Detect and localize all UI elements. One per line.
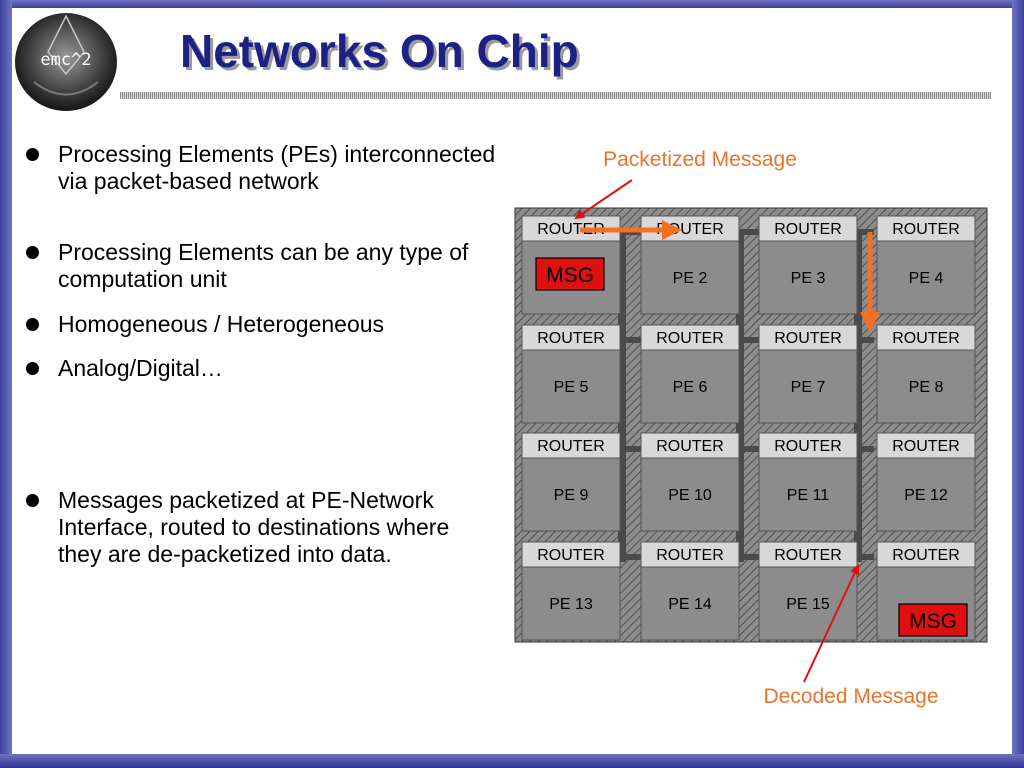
- router-label: ROUTER: [537, 547, 605, 564]
- router-label: ROUTER: [892, 330, 960, 347]
- title-rule: [120, 92, 991, 99]
- msg-label: MSG: [909, 610, 957, 633]
- router-label: ROUTER: [656, 438, 724, 455]
- pointer-decoded: [803, 564, 860, 683]
- horizontal-link: [612, 229, 874, 235]
- router-label: ROUTER: [892, 547, 960, 564]
- pe-label: PE 8: [909, 379, 944, 396]
- pe-label: PE 12: [904, 487, 948, 504]
- router-label: ROUTER: [774, 330, 842, 347]
- bullet-dot-icon: [26, 148, 39, 161]
- slide-title: Networks On Chip: [180, 25, 579, 77]
- pe-label: PE 11: [787, 487, 830, 504]
- bullet-text: Processing Elements (PEs) interconnected…: [58, 141, 496, 194]
- router-box: [521, 541, 621, 568]
- pe-label: PE 4: [909, 270, 944, 287]
- router-box: [758, 215, 858, 242]
- msg-label: MSG: [546, 264, 594, 287]
- horizontal-link: [612, 337, 874, 343]
- slide-frame-bottom: [0, 754, 1024, 768]
- bullet-dot-icon: [26, 494, 39, 507]
- msg-box: [535, 257, 605, 291]
- vertical-link: [736, 232, 744, 562]
- horizontal-link: [612, 446, 874, 452]
- horizontal-link: [612, 554, 874, 560]
- router-box: [876, 215, 976, 242]
- router-label: ROUTER: [892, 221, 960, 238]
- pe-label: PE 14: [668, 596, 712, 613]
- router-box: [521, 324, 621, 351]
- slide-frame-top: [0, 0, 1024, 8]
- annotation-packetized: Packetized Message: [603, 148, 797, 171]
- pe-label: PE 5: [554, 379, 589, 396]
- router-box: [640, 324, 740, 351]
- pointer-packetized: [574, 179, 633, 220]
- router-box: [758, 541, 858, 568]
- router-label: ROUTER: [774, 438, 842, 455]
- pe-label: PE 3: [791, 270, 826, 287]
- router-label: ROUTER: [656, 330, 724, 347]
- msg-box: [898, 603, 968, 637]
- pe-label: PE 6: [673, 379, 708, 396]
- router-label: ROUTER: [537, 221, 605, 238]
- router-box: [640, 541, 740, 568]
- pe-label: PE 15: [786, 596, 830, 613]
- pe-label: PE 2: [673, 270, 708, 287]
- router-box: [876, 324, 976, 351]
- slide-frame-right: [1012, 0, 1024, 768]
- bullet-dot-icon: [26, 362, 39, 375]
- pe-label: PE 10: [668, 487, 712, 504]
- slide-frame-left: [0, 0, 12, 768]
- router-label: ROUTER: [537, 330, 605, 347]
- pe-label: PE 13: [549, 596, 593, 613]
- router-box: [758, 324, 858, 351]
- router-label: ROUTER: [656, 547, 724, 564]
- bullet-text: Homogeneous / Heterogeneous: [58, 311, 385, 337]
- router-box: [758, 432, 858, 459]
- router-box: [521, 432, 621, 459]
- pe-label: PE 7: [791, 379, 826, 396]
- bullet-text: Messages packetized at PE-Network Interf…: [58, 487, 450, 567]
- logo-text: emc^2: [40, 50, 92, 70]
- emc2-logo: [15, 13, 117, 111]
- bullet-dot-icon: [26, 246, 39, 259]
- bullet-text: Processing Elements can be any type of c…: [58, 239, 469, 292]
- router-label: ROUTER: [892, 438, 960, 455]
- router-label: ROUTER: [774, 221, 842, 238]
- router-label: ROUTER: [537, 438, 605, 455]
- vertical-link: [854, 232, 862, 562]
- router-box: [640, 432, 740, 459]
- bullet-dot-icon: [26, 318, 39, 331]
- bullet-text: Analog/Digital…: [58, 355, 223, 381]
- router-label: ROUTER: [774, 547, 842, 564]
- router-box: [876, 432, 976, 459]
- vertical-link: [618, 232, 626, 562]
- router-box: [876, 541, 976, 568]
- annotation-decoded: Decoded Message: [763, 685, 938, 708]
- pe-label: PE 9: [554, 487, 589, 504]
